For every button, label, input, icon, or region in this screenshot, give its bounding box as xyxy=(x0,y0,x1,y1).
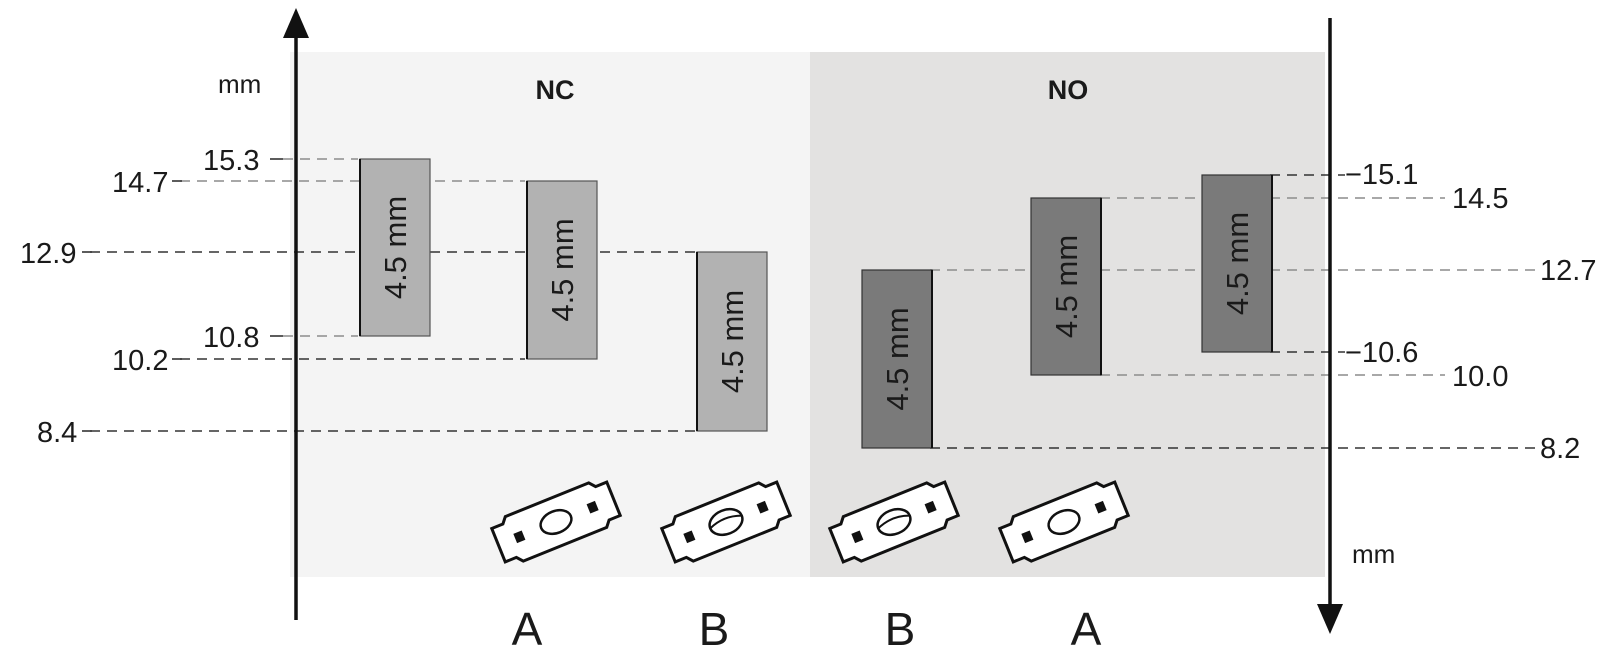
no-bar-2-label: 4.5 mm xyxy=(1049,235,1084,338)
no-section-title: NO xyxy=(1048,75,1089,105)
left-value-10-8: 10.8 xyxy=(203,322,259,354)
actuator-plate-a-nc-icon xyxy=(489,480,623,564)
right-axis-unit: mm xyxy=(1352,539,1395,569)
right-value-12-7: 12.7 xyxy=(1540,255,1596,287)
left-axis xyxy=(283,8,309,620)
right-value-10-0: 10.0 xyxy=(1452,361,1508,393)
left-axis-unit: mm xyxy=(218,69,261,99)
no-bar-2: 4.5 mm xyxy=(1030,197,1102,376)
left-value-15-3: 15.3 xyxy=(203,145,259,177)
nc-bar-2-label: 4.5 mm xyxy=(545,218,580,321)
column-label-no-a: A xyxy=(1071,603,1102,650)
right-value-8-2: 8.2 xyxy=(1540,433,1580,465)
actuator-plate-a-no-icon xyxy=(997,480,1131,564)
left-value-12-9: 12.9 xyxy=(20,238,76,270)
nc-reference-lines xyxy=(82,158,695,432)
nc-section-title: NC xyxy=(536,75,575,105)
nc-bar-1-label: 4.5 mm xyxy=(378,196,413,299)
column-label-nc-a: A xyxy=(512,603,543,650)
actuator-plate-b-no-icon xyxy=(827,480,961,564)
right-value-10-6: −10.6 xyxy=(1345,337,1418,369)
right-value-15-1: −15.1 xyxy=(1345,159,1418,191)
no-bar-1-label: 4.5 mm xyxy=(880,307,915,410)
nc-bar-2: 4.5 mm xyxy=(526,180,598,360)
right-axis xyxy=(1317,18,1343,634)
column-label-nc-b: B xyxy=(699,603,730,650)
left-value-8-4: 8.4 xyxy=(37,417,77,449)
actuator-plate-b-nc-icon xyxy=(659,480,793,564)
nc-bar-1: 4.5 mm xyxy=(359,158,431,337)
nc-bar-3-label: 4.5 mm xyxy=(715,290,750,393)
no-bar-3: 4.5 mm xyxy=(1201,174,1273,353)
right-value-14-5: 14.5 xyxy=(1452,183,1508,215)
left-value-10-2: 10.2 xyxy=(112,345,168,377)
left-value-14-7: 14.7 xyxy=(112,167,168,199)
no-bar-3-label: 4.5 mm xyxy=(1220,212,1255,315)
no-bar-1: 4.5 mm xyxy=(861,269,933,449)
column-label-no-b: B xyxy=(885,603,916,650)
nc-bar-3: 4.5 mm xyxy=(696,251,768,432)
